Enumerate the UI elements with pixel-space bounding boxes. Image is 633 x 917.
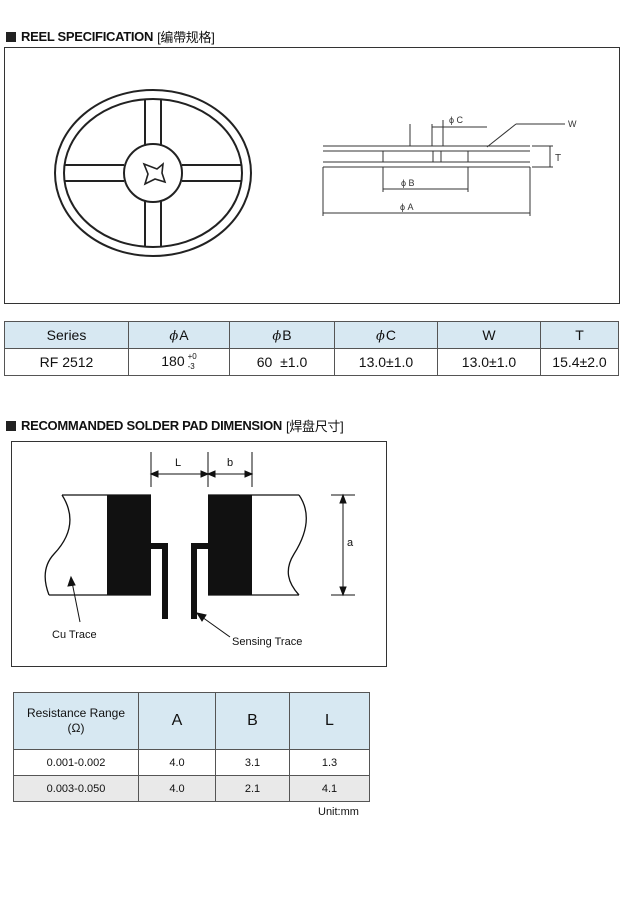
header-l: L [289, 692, 370, 750]
reel-drawing: ϕ C W T ϕ B ϕ A [54, 89, 577, 257]
right-solder-pad [208, 495, 252, 595]
reel-front-view [54, 89, 252, 257]
reel-spec-title: REEL SPECIFICATION [21, 29, 154, 44]
phi-c-label: ϕ C [449, 115, 464, 125]
reel-side-view [322, 120, 565, 216]
header-phi-a: ϕA [128, 321, 230, 349]
reel-diagram: ϕ C W T ϕ B ϕ A [4, 47, 620, 304]
phi-b-label: ϕ B [401, 178, 415, 188]
t-label: T [555, 153, 561, 164]
cell-a: 4.0 [138, 749, 216, 776]
table-row: 0.001-0.002 4.0 3.1 1.3 [13, 749, 370, 776]
header-b: B [215, 692, 290, 750]
w-label: W [568, 119, 577, 129]
reel-table-header-row: Series ϕA ϕB ϕC W T [4, 321, 619, 349]
cell-b: 3.1 [215, 749, 290, 776]
header-w: W [437, 321, 541, 349]
sensing-trace-label: Sensing Trace [232, 636, 302, 648]
reel-table-row: RF 2512 180+0-3 60 ±1.0 13.0±1.0 13.0±1.… [4, 348, 619, 376]
heading-bullet-icon [6, 31, 16, 42]
dim-a-label: a [347, 537, 354, 549]
cell-b: 60 ±1.0 [229, 348, 335, 376]
cell-a: 180+0-3 [128, 348, 230, 376]
cell-w: 13.0±1.0 [437, 348, 541, 376]
pad-dimension-table: Resistance Range (Ω) A B L 0.001-0.002 4… [13, 692, 370, 802]
unit-note: Unit:mm [318, 806, 359, 818]
cu-trace-outline [44, 494, 307, 596]
dim-l-label: L [175, 457, 181, 469]
pad-dimension-heading: RECOMMANDED SOLDER PAD DIMENSION [焊盘尺寸] [6, 416, 344, 435]
header-resistance-range: Resistance Range (Ω) [13, 692, 139, 750]
pad-dimension-lines [67, 452, 355, 638]
phi-a-label: ϕ A [400, 202, 414, 212]
left-sensing-trace [151, 543, 168, 619]
reel-spec-table: Series ϕA ϕB ϕC W T RF 2512 180+0-3 60 ±… [4, 321, 619, 376]
cell-l: 4.1 [289, 775, 370, 802]
heading-bullet-icon [6, 420, 16, 431]
cu-trace-label: Cu Trace [52, 629, 97, 641]
cell-range: 0.003-0.050 [13, 775, 139, 802]
left-solder-pad [107, 495, 151, 595]
header-a: A [138, 692, 216, 750]
table-row: 0.003-0.050 4.0 2.1 4.1 [13, 775, 370, 802]
right-sensing-trace [191, 543, 208, 619]
pad-table-header-row: Resistance Range (Ω) A B L [13, 692, 370, 750]
cell-b: 2.1 [215, 775, 290, 802]
solder-pad-drawing: L b a Cu Trace Sensing Trace [44, 452, 355, 648]
header-t: T [540, 321, 619, 349]
header-series: Series [4, 321, 129, 349]
dim-b-label: b [227, 457, 233, 469]
pad-dimension-title-cn: [焊盘尺寸] [286, 419, 344, 434]
header-phi-c: ϕC [334, 321, 438, 349]
cell-t: 15.4±2.0 [540, 348, 619, 376]
solder-pad-diagram: L b a Cu Trace Sensing Trace [11, 441, 387, 667]
header-phi-b: ϕB [229, 321, 335, 349]
reel-spec-title-cn: [编帶规格] [157, 30, 215, 45]
cell-l: 1.3 [289, 749, 370, 776]
cell-c: 13.0±1.0 [334, 348, 438, 376]
a-tolerance: +0-3 [187, 352, 197, 372]
cell-a: 4.0 [138, 775, 216, 802]
reel-spec-heading: REEL SPECIFICATION [编帶规格] [6, 27, 215, 46]
cell-range: 0.001-0.002 [13, 749, 139, 776]
pad-dimension-title: RECOMMANDED SOLDER PAD DIMENSION [21, 418, 283, 433]
cell-series: RF 2512 [4, 348, 129, 376]
